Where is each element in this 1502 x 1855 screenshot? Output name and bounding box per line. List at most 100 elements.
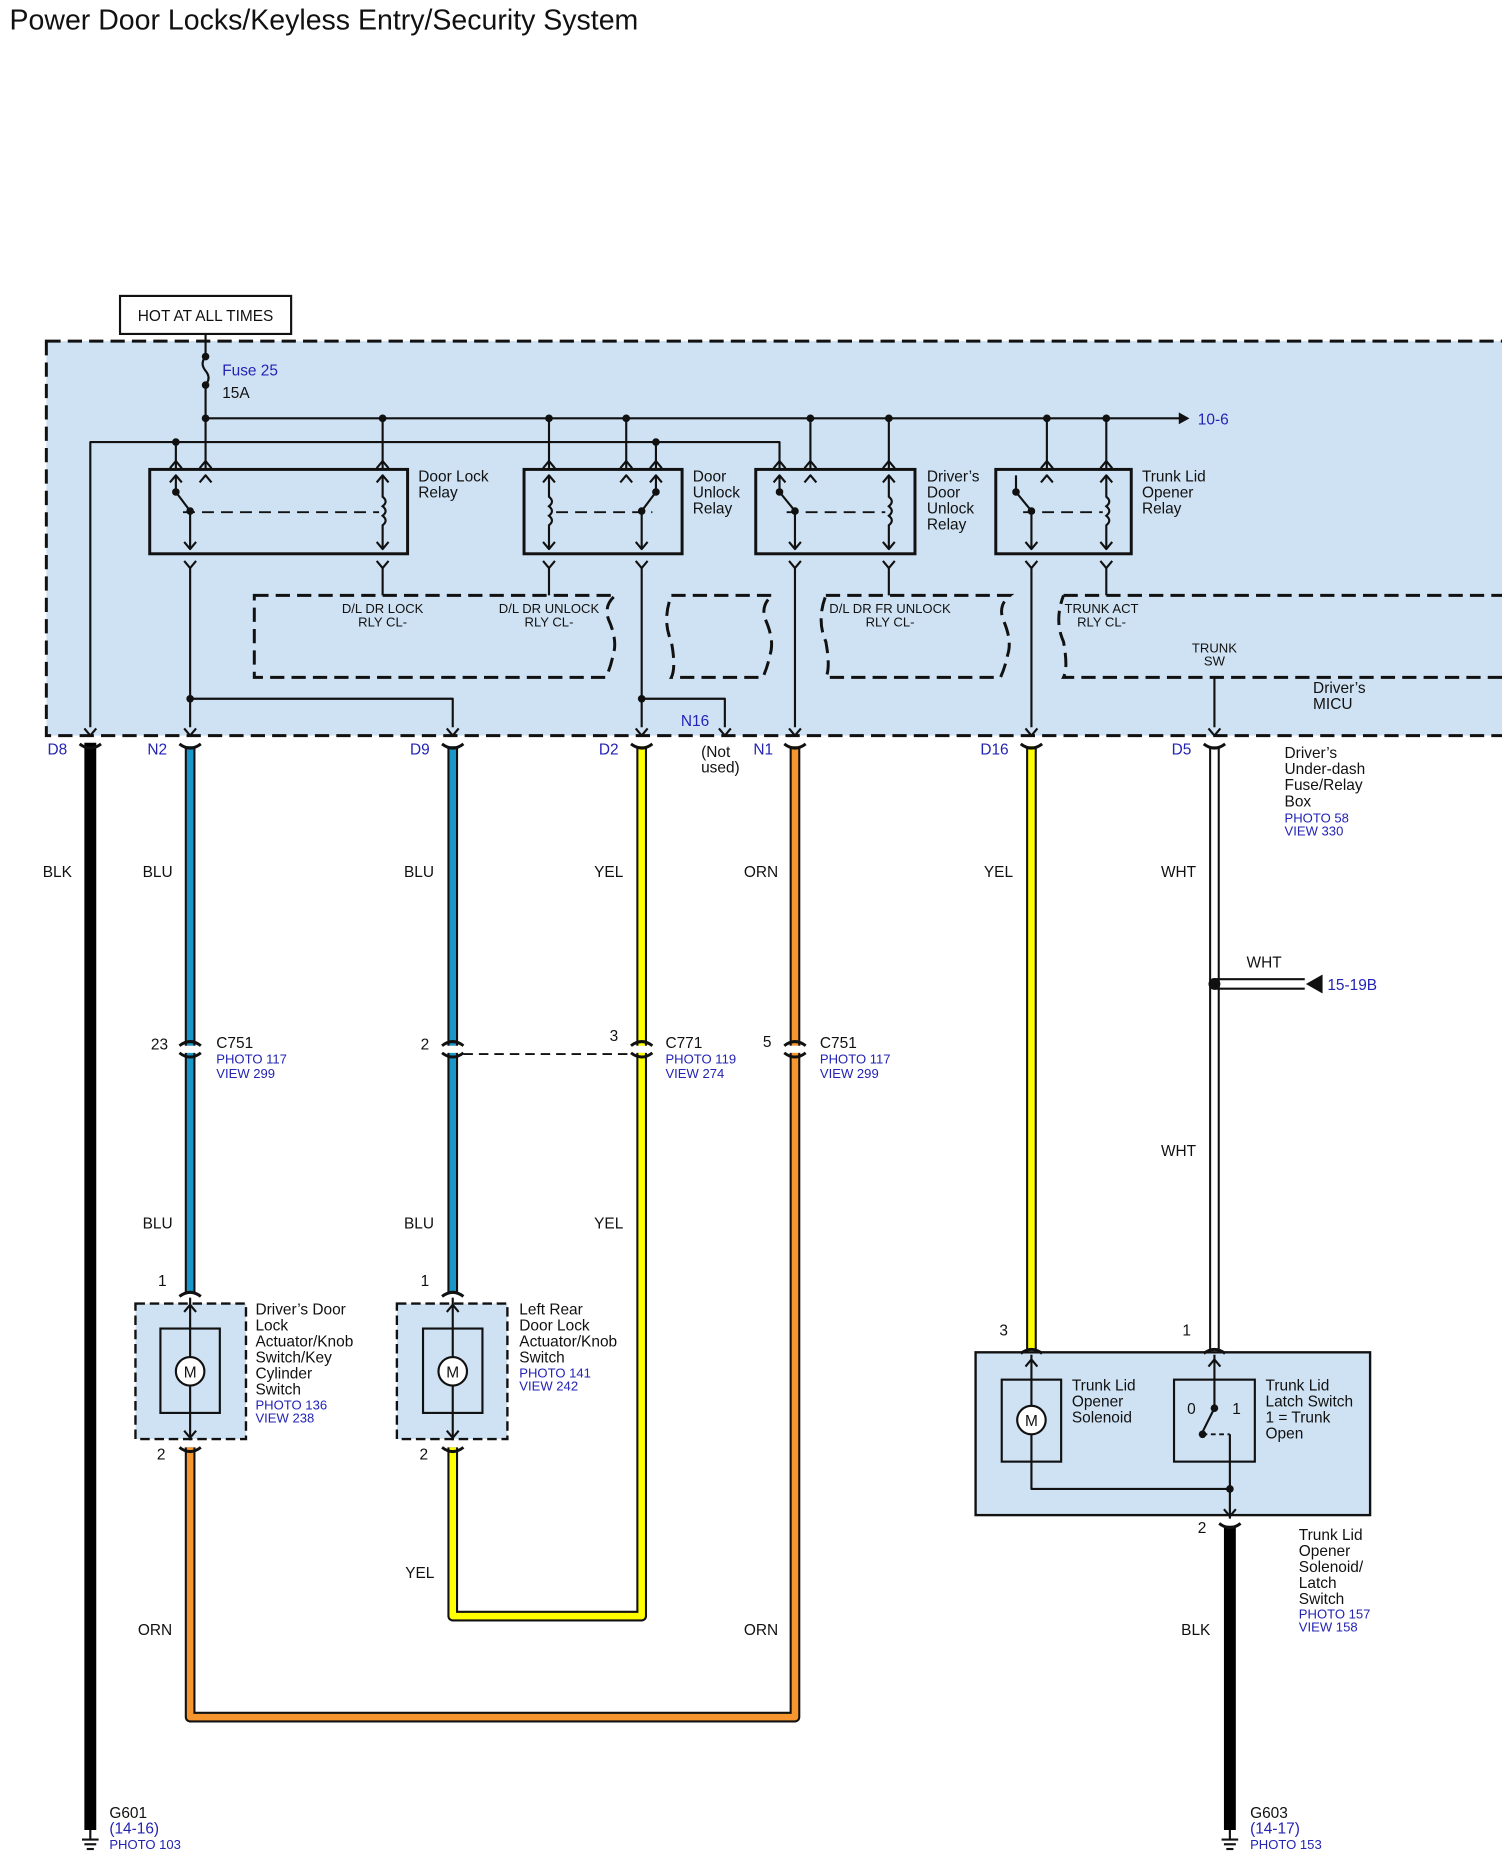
relay-label: Door (927, 484, 960, 501)
hot-at-all-times-box (118, 294, 293, 336)
connector-terminal-icon (78, 742, 102, 750)
connector-terminal-icon (178, 1051, 202, 1059)
connector-pin: 5 (763, 1034, 772, 1051)
relay-box (754, 467, 917, 556)
connector-gap (179, 1045, 201, 1053)
connector-terminal-icon (178, 1290, 202, 1298)
micu-outline (1057, 593, 1502, 679)
micu-outline (252, 593, 620, 679)
relay-coil-icon (887, 475, 893, 550)
connector-terminal-icon (1019, 742, 1044, 750)
relay-label: Unlock (927, 500, 974, 517)
micu-pin-dr-lock: D/L DR LOCK (342, 601, 424, 616)
wire-color-label: ORN (744, 1622, 778, 1639)
wire-color-label: YEL (405, 1565, 435, 1582)
relay-box (994, 467, 1133, 556)
connector-pin: 2 (421, 1036, 430, 1053)
arrow-down-icon (542, 541, 556, 551)
terminal-n16: N16 (681, 713, 709, 730)
wire-orn-n1 (186, 746, 799, 1721)
motor-symbol: M (446, 1364, 459, 1381)
trunk-assembly-name: Solenoid/ (1299, 1559, 1364, 1576)
relay-label: Opener (1142, 484, 1194, 501)
pin-label: 2 (1198, 1520, 1207, 1537)
arrow-down-icon (1024, 541, 1039, 551)
motor-symbol: M (184, 1364, 197, 1381)
relay-switch-arm (175, 491, 191, 512)
connector-terminal-icon (178, 742, 202, 750)
arrow-down-icon (83, 727, 98, 737)
connector-terminal-icon (441, 1051, 465, 1059)
wire-color-label: ORN (138, 1622, 172, 1639)
fuse-box-name: Fuse/Relay (1285, 777, 1363, 794)
ground-name: G601 (109, 1805, 147, 1822)
pin-label: 1 (421, 1273, 430, 1290)
relay-3 (754, 467, 917, 556)
relay-coil-icon (1104, 475, 1111, 550)
wire-color-label: BLU (404, 864, 434, 881)
terminal-d8: D8 (48, 742, 68, 759)
arrow-down-icon (445, 727, 460, 737)
relay-2 (522, 467, 684, 556)
connector-terminal-icon (441, 1446, 465, 1454)
trunk-assembly-name: Trunk Lid (1299, 1527, 1363, 1544)
arrow-down-icon (1207, 727, 1222, 737)
fuse-box-view: VIEW 330 (1285, 823, 1344, 838)
wire-color-label: BLK (1181, 1622, 1211, 1639)
switch-position-0: 0 (1187, 1401, 1196, 1418)
switch-position-1: 1 (1232, 1401, 1241, 1418)
connector-terminal-icon (783, 1040, 807, 1047)
latch-switch-label: 1 = Trunk (1266, 1409, 1331, 1426)
fuse-relay-box (44, 339, 1502, 738)
terminal-chevron-icon (375, 474, 390, 484)
connector-terminal-icon (630, 742, 654, 750)
lock-feed-line (89, 441, 781, 728)
wire-color-label: WHT (1161, 864, 1197, 881)
relay-switch-arm (1015, 491, 1033, 512)
actuator-label: Switch (255, 1381, 300, 1398)
wire-color-label: ORN (744, 864, 778, 881)
relay-label: Unlock (693, 484, 740, 501)
ground-photo: PHOTO 153 (1250, 1837, 1322, 1852)
actuator-view: VIEW 242 (519, 1378, 578, 1393)
switch-arm (1201, 1407, 1216, 1433)
connector-terminal-icon (1019, 1347, 1044, 1355)
arrow-down-icon (183, 541, 197, 551)
connector-terminal-icon (783, 1051, 807, 1059)
actuator-label: Actuator/Knob (255, 1333, 353, 1350)
latch-switch-label: Trunk Lid (1266, 1377, 1330, 1394)
relay-label: Door Lock (418, 468, 489, 485)
relay-label: Door (693, 468, 726, 485)
actuator-view: VIEW 238 (255, 1410, 314, 1425)
relay-coil-icon (380, 475, 387, 550)
terminal-chevron-icon (169, 460, 183, 469)
conductor-line (190, 697, 454, 728)
connector-view: VIEW 299 (216, 1066, 275, 1081)
trunk-assembly-name: Opener (1299, 1543, 1351, 1560)
actuator-label: Door Lock (519, 1317, 590, 1334)
terminal-chevron-icon (198, 474, 213, 484)
connector-photo: PHOTO 117 (216, 1052, 287, 1067)
trunk-photo: PHOTO 157 (1299, 1606, 1371, 1621)
connector-photo: PHOTO 119 (665, 1052, 736, 1067)
ground-reference: (14-16) (109, 1821, 159, 1838)
terminal-d16: D16 (980, 742, 1008, 759)
connector-terminal-icon (441, 1040, 465, 1047)
relay-label: Relay (927, 516, 967, 533)
junction-dot (201, 414, 210, 423)
relay-label: Relay (693, 500, 733, 517)
connector-terminal-icon (630, 1040, 654, 1047)
terminal-n2: N2 (147, 742, 167, 759)
junction-dot (201, 381, 210, 389)
actuator-label: Lock (255, 1317, 288, 1334)
latch-switch-label: Latch Switch (1266, 1393, 1354, 1410)
arrow-down-icon (1024, 727, 1039, 737)
solenoid-label: Trunk Lid (1072, 1377, 1136, 1394)
micu-pin-dr-unlock: RLY CL- (525, 614, 574, 629)
micu-outline (665, 593, 777, 679)
fuse-box-name: Box (1285, 793, 1312, 810)
relay-box (148, 467, 410, 556)
micu-pin-trunk-sw: TRUNK (1192, 640, 1237, 655)
wire-color-label: YEL (594, 864, 624, 881)
trunk-view: VIEW 158 (1299, 1620, 1358, 1635)
